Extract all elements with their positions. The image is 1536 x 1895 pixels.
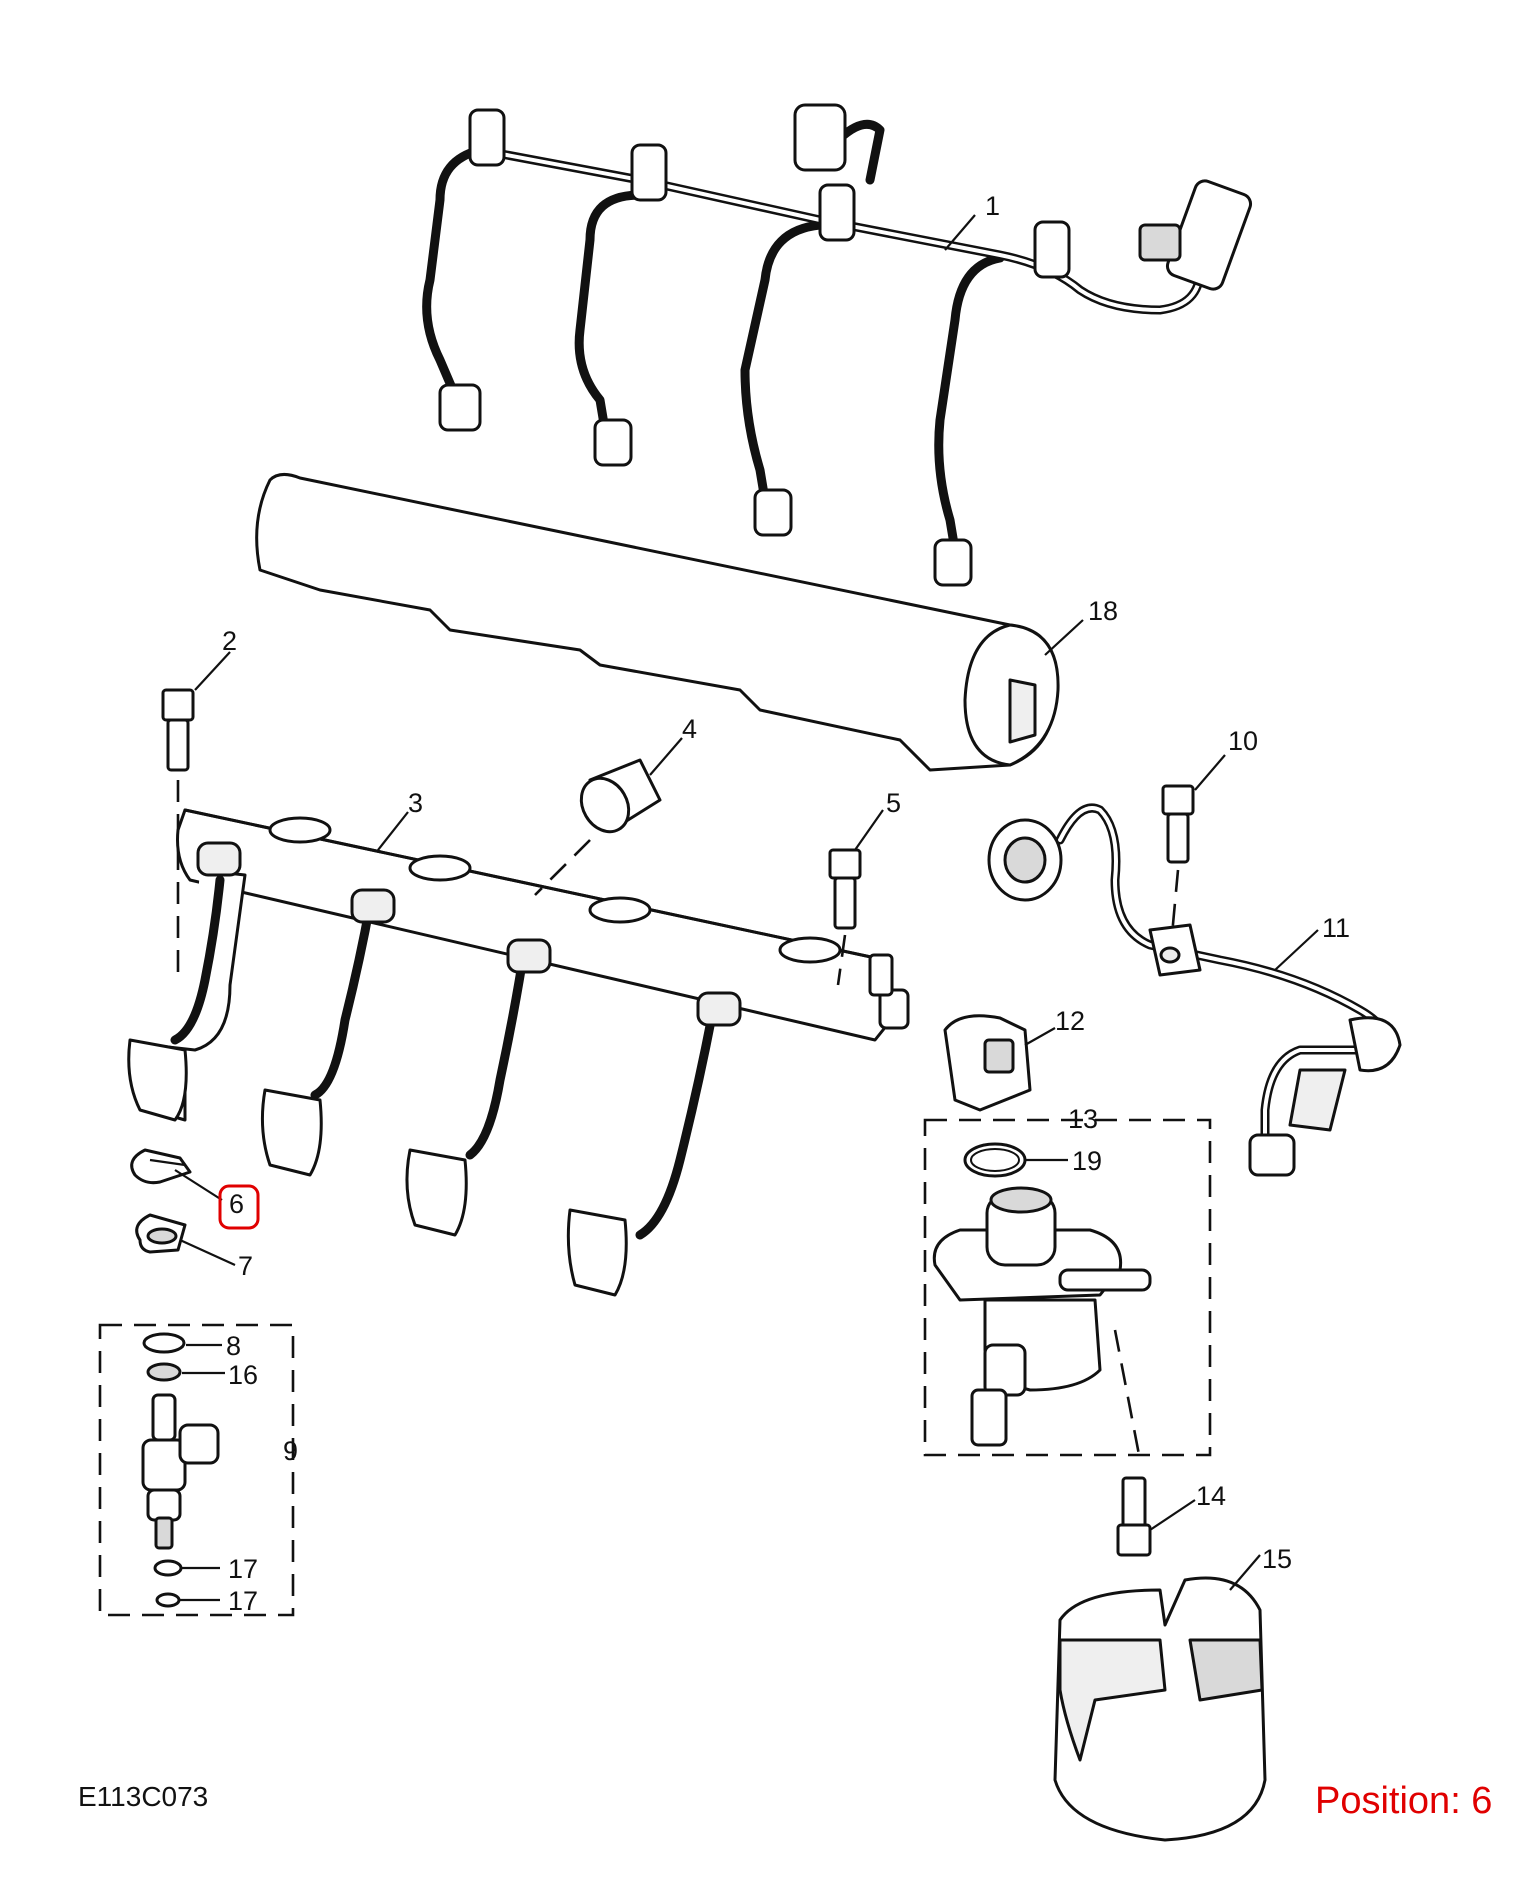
injector-clip[interactable] (130, 1148, 192, 1185)
fuel-line-bolt[interactable] (1161, 784, 1195, 936)
high-pressure-fuel-line[interactable] (987, 803, 1402, 1177)
callout-leaders (174, 214, 1319, 1602)
rail-bolt[interactable] (161, 688, 195, 980)
pump-o-ring[interactable] (963, 1142, 1027, 1178)
callout-18[interactable]: 18 (1088, 596, 1118, 626)
fuel-rail[interactable] (127, 808, 910, 1297)
callout-19[interactable]: 19 (1072, 1146, 1102, 1176)
harness-clip (468, 103, 1071, 279)
high-pressure-fuel-pump[interactable] (932, 1186, 1152, 1447)
pump-bolt[interactable] (1113, 1329, 1152, 1557)
callout-17-lower[interactable]: 17 (228, 1586, 258, 1616)
harness-main-connector (1138, 179, 1253, 291)
fuel-injector[interactable] (141, 1393, 220, 1550)
callout-15[interactable]: 15 (1262, 1544, 1292, 1574)
fuel-rail-cover[interactable] (255, 473, 1060, 772)
callout-14[interactable]: 14 (1196, 1481, 1226, 1511)
callout-4[interactable]: 4 (682, 714, 697, 744)
callout-7[interactable]: 7 (238, 1251, 253, 1281)
callout-13[interactable]: 13 (1068, 1104, 1098, 1134)
injector-kit-group (98, 1323, 295, 1617)
injector-retainer[interactable] (135, 1213, 187, 1254)
callout-12[interactable]: 12 (1055, 1006, 1085, 1036)
pump-housing-cover[interactable] (1053, 1576, 1267, 1842)
callout-labels: 1 2 3 4 5 6 7 8 9 10 11 12 13 14 15 16 1… (222, 191, 1350, 1616)
fuel-pressure-sensor[interactable] (534, 758, 662, 896)
callout-1[interactable]: 1 (985, 191, 1000, 221)
injector-seal-8[interactable] (142, 1332, 186, 1354)
harness-connector (438, 383, 973, 587)
wiring-harness[interactable] (422, 103, 1254, 587)
injector-seal-17-lower[interactable] (155, 1592, 181, 1608)
callout-10[interactable]: 10 (1228, 726, 1258, 756)
callout-2[interactable]: 2 (222, 626, 237, 656)
fuel-pump-cover[interactable] (943, 1014, 1032, 1112)
callout-17-upper[interactable]: 17 (228, 1554, 258, 1584)
callout-16[interactable]: 16 (228, 1360, 258, 1390)
callout-5[interactable]: 5 (886, 788, 901, 818)
callout-6[interactable]: 6 (229, 1189, 244, 1219)
callout-8[interactable]: 8 (226, 1331, 241, 1361)
fuel-pump-group (923, 1118, 1212, 1457)
injector-seal-17-upper[interactable] (153, 1559, 183, 1577)
callout-9[interactable]: 9 (283, 1436, 298, 1466)
figure-code: E113C073 (78, 1781, 208, 1812)
injector-seal-16[interactable] (146, 1362, 182, 1382)
position-label: Position: 6 (1315, 1780, 1492, 1822)
callout-highlight-ring (218, 1184, 260, 1230)
callout-11[interactable]: 11 (1322, 913, 1350, 943)
rail-bolt-rear[interactable] (828, 848, 862, 986)
callout-3[interactable]: 3 (408, 788, 423, 818)
